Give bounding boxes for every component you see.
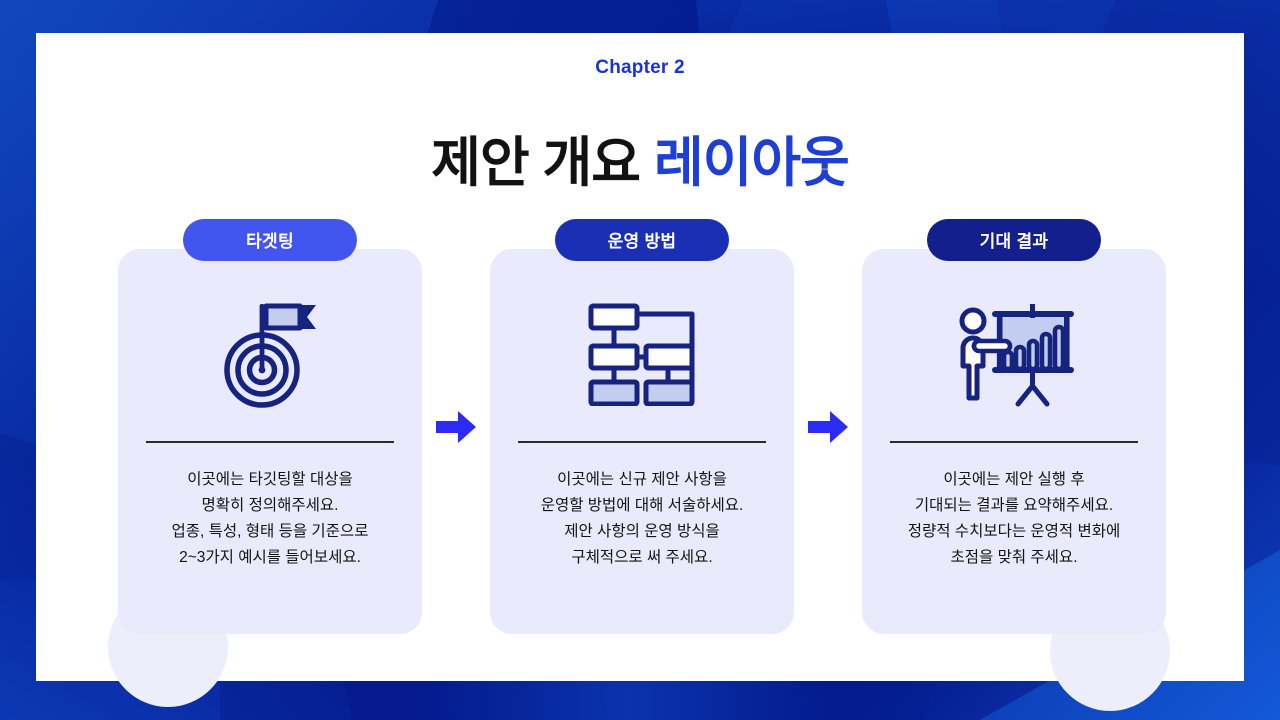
card-badge-expected-result[interactable]: 기대 결과	[927, 219, 1101, 261]
card-body-text: 이곳에는 타깃팅할 대상을 명확히 정의해주세요. 업종, 특성, 형태 등을 …	[171, 471, 369, 566]
card-divider	[146, 441, 394, 443]
page-title: 제안 개요 레이아웃	[36, 118, 1244, 197]
arrow-right-icon	[434, 409, 478, 445]
connector-1	[428, 219, 484, 634]
slide-panel: Chapter 2 제안 개요 레이아웃 타겟팅	[36, 33, 1244, 711]
chapter-label: Chapter 2	[595, 57, 685, 78]
card-badge-operation-method[interactable]: 운영 방법	[555, 219, 729, 261]
target-flag-icon	[216, 296, 324, 417]
card-divider	[518, 441, 766, 443]
card-operation-method[interactable]: 운영 방법	[490, 219, 794, 634]
arrow-right-icon	[806, 409, 850, 445]
card-body-text: 이곳에는 제안 실행 후 기대되는 결과를 요약해주세요. 정량적 수치보다는 …	[907, 471, 1121, 566]
card-icon-zone	[490, 287, 794, 425]
card-expected-result[interactable]: 기대 결과	[862, 219, 1166, 634]
card-body-text: 이곳에는 신규 제안 사항을 운영할 방법에 대해 서술하세요. 제안 사항의 …	[540, 471, 744, 566]
card-icon-zone	[118, 287, 422, 425]
page-title-plain: 제안 개요	[431, 133, 654, 193]
connector-2	[800, 219, 856, 634]
card-badge-targeting[interactable]: 타겟팅	[183, 219, 357, 261]
card-targeting[interactable]: 타겟팅	[118, 219, 422, 634]
org-chart-flow-icon	[586, 302, 698, 411]
page-title-accent: 레이아웃	[654, 133, 850, 193]
cards-row: 타겟팅	[118, 219, 1166, 634]
card-divider	[890, 441, 1138, 443]
card-icon-zone	[862, 287, 1166, 425]
presentation-bar-chart-icon	[952, 300, 1076, 413]
